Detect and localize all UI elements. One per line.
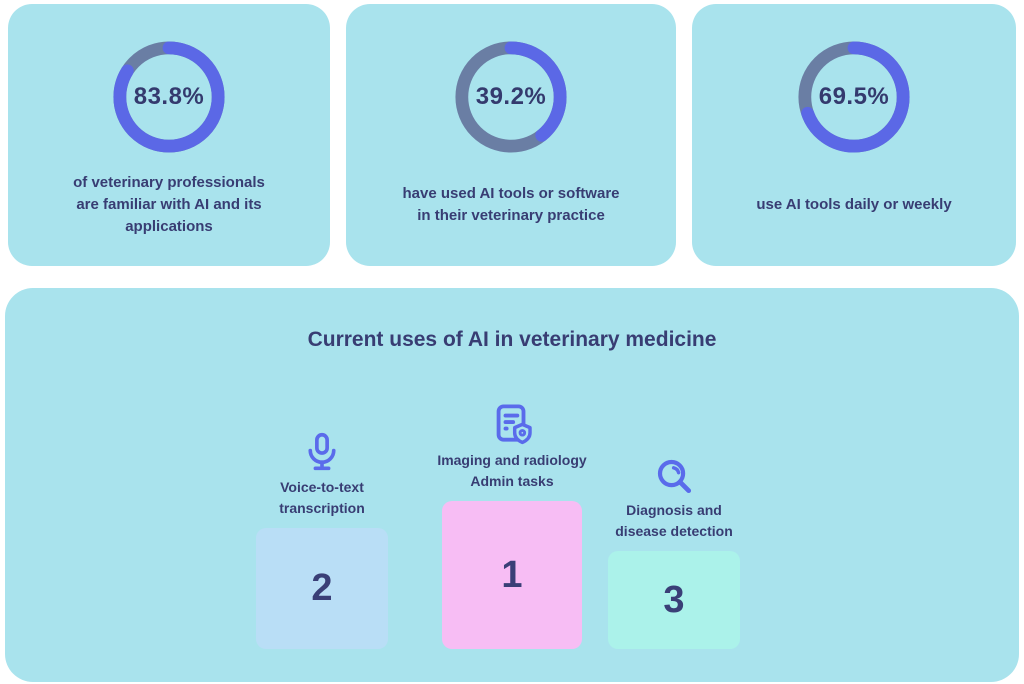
ranking-podium: Voice-to-text transcription 2 Imaging an…	[5, 288, 1019, 682]
donut-ring	[798, 41, 910, 153]
donut-chart-daily-weekly: 69.5%	[795, 38, 913, 156]
panel-title: Current uses of AI in veterinary medicin…	[307, 328, 717, 351]
podium-column-voice-to-text: Voice-to-text transcription 2	[222, 430, 422, 649]
magnifier-icon	[657, 459, 692, 494]
podium-label: Imaging and radiology Admin tasks	[437, 452, 587, 489]
podium-box-rank-2: 2	[256, 528, 388, 649]
podium-column-imaging-admin: Imaging and radiology Admin tasks 1	[412, 401, 612, 649]
stat-card-daily-weekly-use: 69.5% use AI tools daily or weekly	[692, 4, 1016, 266]
stat-caption: of veterinary professionals are familiar…	[73, 174, 265, 235]
current-uses-panel: Current uses of AI in veterinary medicin…	[5, 288, 1019, 682]
podium-column-diagnosis: Diagnosis and disease detection 3	[574, 455, 774, 649]
podium-box-rank-3: 3	[608, 551, 740, 649]
donut-chart-familiar: 83.8%	[110, 38, 228, 156]
stat-caption: have used AI tools or software in their …	[402, 185, 620, 224]
donut-chart-used-tools: 39.2%	[452, 38, 570, 156]
stat-caption: use AI tools daily or weekly	[756, 196, 952, 213]
podium-label: Voice-to-text transcription	[279, 479, 365, 516]
podium-label: Diagnosis and disease detection	[615, 502, 733, 539]
rank-number: 3	[663, 578, 685, 621]
stat-card-row: 83.8% of veterinary professionals are fa…	[8, 4, 1016, 266]
donut-ring	[113, 41, 225, 153]
donut-fill-arc	[455, 41, 567, 153]
donut-fill-arc	[798, 41, 910, 153]
stat-value: 39.2%	[475, 83, 547, 110]
document-shield-icon	[496, 404, 532, 445]
podium-box-rank-1: 1	[442, 501, 582, 649]
donut-ring	[455, 41, 567, 153]
microphone-icon	[308, 432, 336, 471]
stat-value: 83.8%	[133, 83, 205, 110]
rank-number: 1	[501, 553, 523, 596]
stat-card-used-ai-tools: 39.2% have used AI tools or software in …	[346, 4, 676, 266]
stat-card-familiar-with-ai: 83.8% of veterinary professionals are fa…	[8, 4, 330, 266]
stat-value: 69.5%	[818, 83, 890, 110]
rank-number: 2	[311, 567, 333, 609]
donut-fill-arc	[113, 41, 225, 153]
